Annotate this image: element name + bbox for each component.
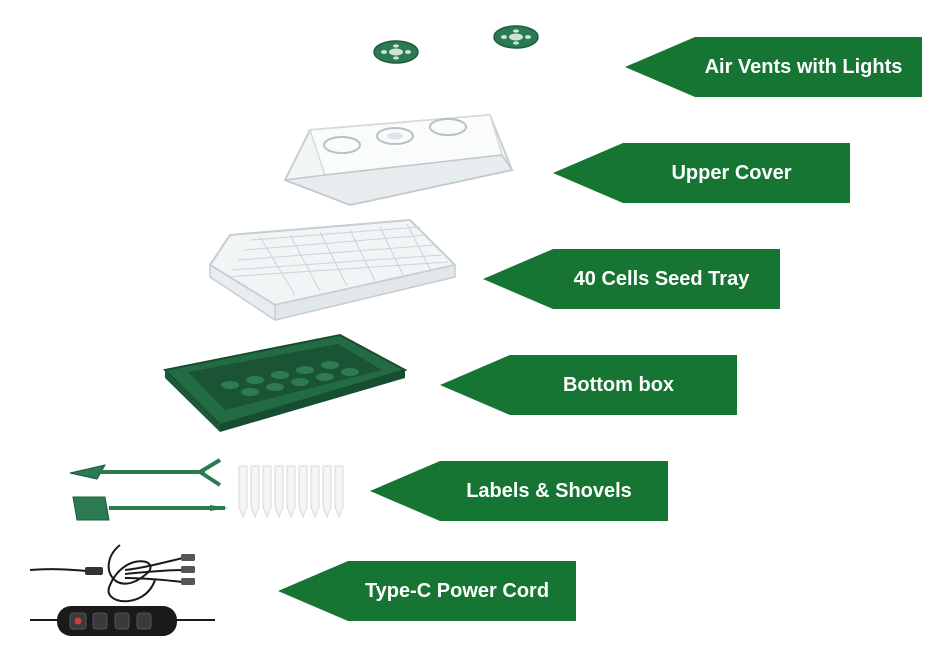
bottom-box-icon bbox=[162, 333, 408, 432]
label-seed-tray: 40 Cells Seed Tray bbox=[483, 249, 780, 309]
seed-tray-icon bbox=[208, 218, 457, 322]
label-bottom-box: Bottom box bbox=[440, 355, 737, 415]
shovel-icon bbox=[69, 458, 228, 521]
plant-labels-icon bbox=[238, 465, 344, 519]
label-upper-cover: Upper Cover bbox=[553, 143, 850, 203]
label-power-cord: Type-C Power Cord bbox=[278, 561, 576, 621]
label-labels-shovels: Labels & Shovels bbox=[370, 461, 668, 521]
dome-cover-icon bbox=[283, 113, 514, 207]
label-air-vents: Air Vents with Lights bbox=[625, 37, 922, 97]
power-cord-icon bbox=[29, 544, 215, 636]
vent-icon bbox=[373, 25, 539, 64]
